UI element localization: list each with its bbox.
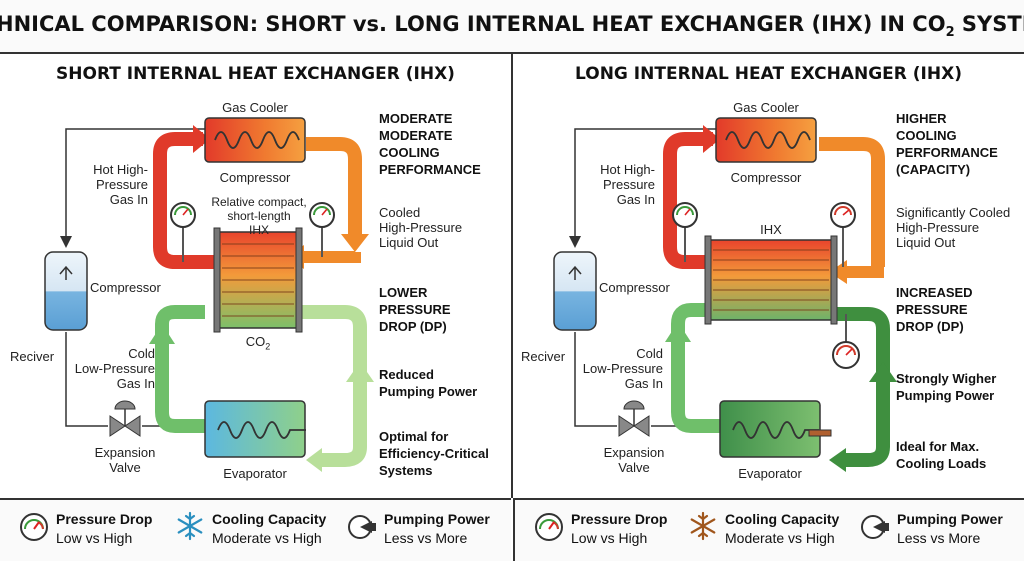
cooled-liquid-pipe <box>819 137 885 267</box>
dark-green-up-arrow <box>869 362 897 382</box>
expansion-valve-icon <box>623 400 645 410</box>
short-ihx-diagram <box>44 117 374 472</box>
cold-gas-pipe <box>671 303 720 433</box>
short-ihx-panel: SHORT INTERNAL HEAT EXCHANGER (IHX) <box>0 52 511 498</box>
evaporator-unit <box>719 400 821 458</box>
light-green-up-arrow <box>346 362 374 382</box>
gas-cooler-unit <box>204 117 306 163</box>
receiver-tank <box>44 251 88 331</box>
pump-icon <box>861 515 889 539</box>
evaporator-coil-icon <box>217 421 306 439</box>
ihx-tubes <box>222 243 294 317</box>
pump-icon <box>348 515 376 539</box>
evaporator-coil-icon <box>732 421 819 439</box>
snowflake-icon <box>177 511 203 541</box>
highlight-application: Ideal for Max.Cooling Loads <box>896 439 987 471</box>
evaporator-label: Evaporator <box>223 466 287 481</box>
co2-label: CO2 <box>245 334 271 352</box>
pressure-gauge-icon <box>535 513 563 541</box>
expansion-valve-icon <box>114 400 136 410</box>
hot-pipe-arrow <box>703 125 720 153</box>
evaporator-label: Evaporator <box>738 466 802 481</box>
gas-cooler-label: Gas Cooler <box>222 100 288 115</box>
receiver-line <box>574 332 617 427</box>
return-line <box>60 128 205 248</box>
page-title: TECHNICAL COMPARISON: SHORT vs. LONG INT… <box>0 11 1024 41</box>
compressor-side-label: Compressor <box>90 280 161 295</box>
title-bar: TECHNICAL COMPARISON: SHORT vs. LONG INT… <box>0 0 1024 54</box>
hot-gas-pipe <box>663 132 713 269</box>
evaporator-unit <box>204 400 306 458</box>
receiver-label: Reciver <box>521 349 566 364</box>
cold-gas-pipe <box>155 305 205 433</box>
suction-return-pipe <box>295 305 367 467</box>
dark-green-left-arrow <box>829 448 846 472</box>
receiver-up-arrow-icon <box>568 265 582 280</box>
light-green-left-arrow <box>306 448 322 472</box>
receiver-up-arrow-icon <box>59 265 73 280</box>
gas-cooler-label: Gas Cooler <box>733 100 799 115</box>
compressor-top-label: Compressor <box>219 170 291 185</box>
compressor-top-label: Compressor <box>730 170 802 185</box>
pressure-gauge-icon <box>20 513 48 541</box>
ihx-right-flange <box>830 235 838 325</box>
orange-down-arrow <box>341 234 369 252</box>
snowflake-icon <box>690 511 716 541</box>
green-up-arrow <box>149 324 175 344</box>
long-ihx-panel: LONG INTERNAL HEAT EXCHANGER (IHX) <box>513 52 1024 498</box>
ihx-left-flange <box>704 235 712 325</box>
ihx-label: IHX <box>760 222 782 237</box>
hot-gas-pipe <box>153 132 218 269</box>
receiver-label: Reciver <box>10 349 55 364</box>
gas-cooler-unit <box>715 117 817 163</box>
compressor-side-label: Compressor <box>599 280 670 295</box>
receiver-tank <box>553 251 597 331</box>
hot-pipe-arrow <box>193 125 210 153</box>
receiver-line <box>65 332 108 427</box>
return-line <box>569 128 716 248</box>
cooled-liquid-pipe <box>306 137 362 237</box>
ihx-tubes <box>713 249 829 311</box>
panel-divider <box>511 52 513 498</box>
long-ihx-heading: LONG INTERNAL HEAT EXCHANGER (IHX) <box>575 64 962 84</box>
long-ihx-diagram <box>553 117 897 472</box>
short-ihx-heading: SHORT INTERNAL HEAT EXCHANGER (IHX) <box>56 64 455 84</box>
suction-return-pipe <box>833 307 890 467</box>
ihx-right-flange <box>295 227 303 333</box>
orange-to-ihx <box>300 251 361 263</box>
gas-cooler-coil-icon <box>725 131 811 149</box>
gas-cooler-coil-icon <box>214 131 300 149</box>
green-up-arrow <box>665 322 691 342</box>
ihx-left-flange <box>213 227 221 333</box>
